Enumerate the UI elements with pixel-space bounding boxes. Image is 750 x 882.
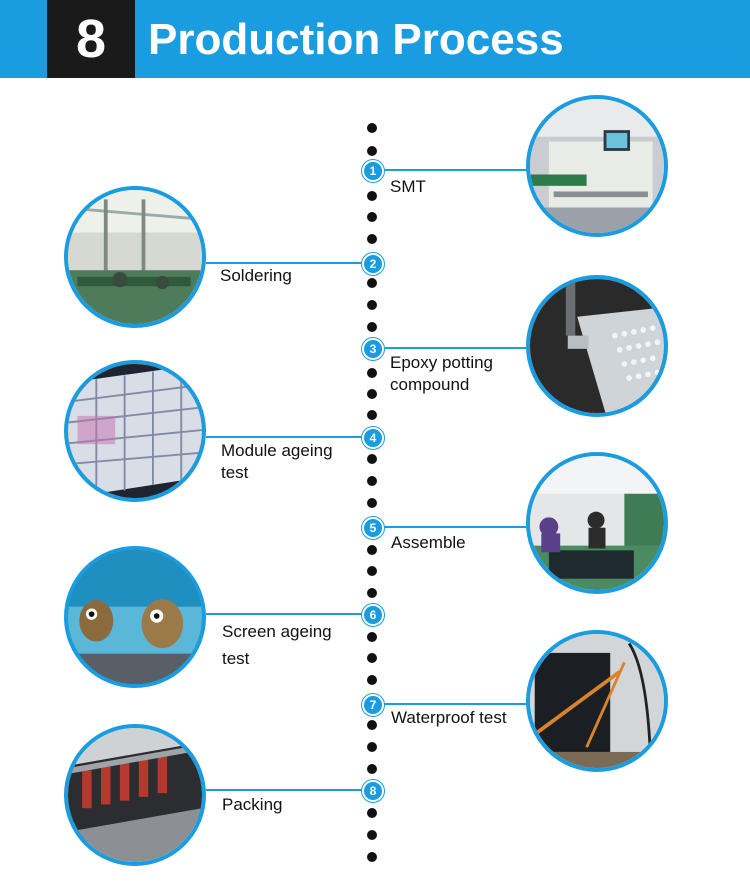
timeline-dot [367,830,377,840]
connector-line-8 [206,789,372,791]
timeline-dot [367,632,377,642]
timeline-dot [367,498,377,508]
assembly-line-photo [526,452,668,594]
timeline-dot [367,764,377,774]
timeline-dot [367,808,377,818]
connector-line-6 [206,613,372,615]
connector-line-7 [372,703,528,705]
step-label-2: Soldering [220,266,292,285]
timeline-dot [367,389,377,399]
timeline-dot [367,720,377,730]
waterproof-test-photo [526,630,668,772]
step-label-5: Assemble [391,533,466,552]
step-badge-2: 2 [362,253,384,275]
screen-ageing-photo [64,546,206,688]
timeline-dot [367,852,377,862]
step-badge-8: 8 [362,780,384,802]
connector-line-1 [372,169,528,171]
section-number: 8 [47,0,135,78]
step-label-3: Epoxy potting compound [390,353,494,394]
packing-case-photo [64,724,206,866]
page-title: Production Process [148,15,564,64]
connector-line-3 [372,347,528,349]
connector-line-4 [206,436,372,438]
timeline-dot [367,234,377,244]
timeline-dot [367,566,377,576]
step-badge-5: 5 [362,517,384,539]
step-badge-6: 6 [362,604,384,626]
timeline-dot [367,368,377,378]
epoxy-potting-photo [526,275,668,417]
step-badge-7: 7 [362,694,384,716]
header-banner: 8 Production Process [0,0,750,78]
timeline-dot [367,191,377,201]
step-badge-4: 4 [362,427,384,449]
connector-line-5 [372,526,528,528]
timeline-dot [367,588,377,598]
step-label-1: SMT [390,177,426,196]
smt-machine-photo [526,95,668,237]
module-ageing-photo [64,360,206,502]
timeline-dot [367,146,377,156]
soldering-workshop-photo [64,186,206,328]
timeline-dot [367,675,377,685]
step-label-8: Packing [222,795,283,814]
timeline-dot [367,300,377,310]
step-label-6: Screen ageing test [222,622,332,668]
step-label-7: Waterproof test [391,708,507,727]
step-badge-3: 3 [362,338,384,360]
timeline-dot [367,322,377,332]
step-label-4: Module ageing test [221,441,333,482]
timeline-dots [367,0,379,882]
timeline-dot [367,123,377,133]
timeline-dot [367,742,377,752]
timeline-dot [367,454,377,464]
step-badge-1: 1 [362,160,384,182]
timeline-dot [367,278,377,288]
timeline-dot [367,212,377,222]
timeline-dot [367,476,377,486]
connector-line-2 [206,262,372,264]
timeline-dot [367,545,377,555]
timeline-dot [367,653,377,663]
timeline-dot [367,410,377,420]
